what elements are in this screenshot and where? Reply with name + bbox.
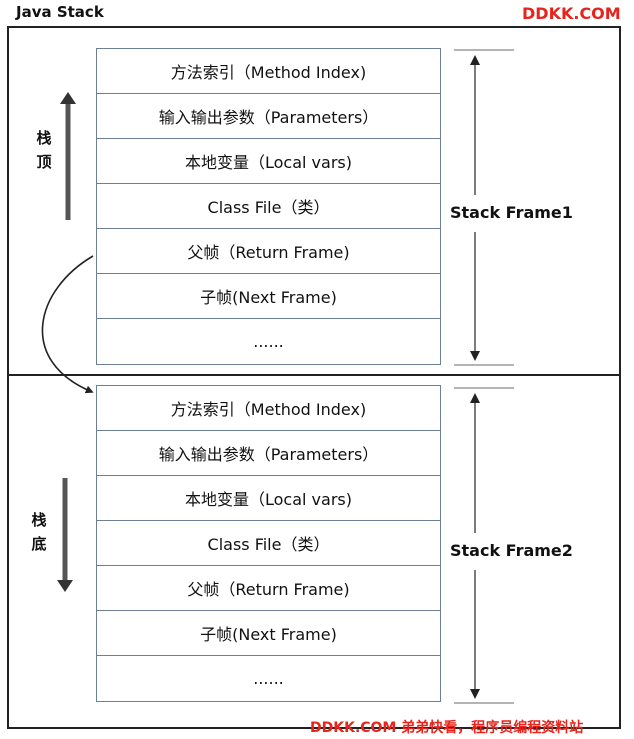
frame-1-row-local-vars: 本地变量（Local vars) bbox=[97, 139, 440, 184]
footer-watermark: DDKK.COM 弟弟快看，程序员编程资料站 bbox=[310, 720, 584, 736]
stack-frame-2-label: Stack Frame2 bbox=[450, 541, 573, 560]
stack-frame-2: 方法索引（Method Index) 输入输出参数（Parameters） 本地… bbox=[96, 385, 441, 702]
frame-2-row-ellipsis: ...... bbox=[253, 669, 284, 688]
diagram-title: Java Stack bbox=[16, 3, 104, 21]
frame-1-row-ellipsis: ...... bbox=[253, 332, 284, 351]
frame-2-row-return-frame: 父帧（Return Frame) bbox=[97, 566, 440, 611]
stack-bottom-arrow bbox=[57, 478, 73, 592]
frame-2-row-local-vars: 本地变量（Local vars) bbox=[97, 476, 440, 521]
frame-2-row-parameters: 输入输出参数（Parameters） bbox=[97, 431, 440, 476]
java-stack-container bbox=[7, 26, 621, 729]
frame-1-row-parameters: 输入输出参数（Parameters） bbox=[97, 94, 440, 139]
stack-top-label: 栈 顶 bbox=[36, 129, 52, 171]
stack-frame-1-label: Stack Frame1 bbox=[450, 203, 573, 222]
frame-divider bbox=[7, 374, 621, 376]
stack-top-arrow bbox=[60, 92, 76, 220]
frame-1-row-next-frame: 子帧(Next Frame) bbox=[97, 274, 440, 319]
brand-watermark: DDKK.COM bbox=[522, 4, 621, 23]
frame-2-row-class-file: Class File（类） bbox=[97, 521, 440, 566]
stack-frame-1-span bbox=[454, 49, 514, 366]
stack-bottom-label: 栈 底 bbox=[31, 511, 47, 553]
return-frame-link-arrow bbox=[41, 255, 94, 394]
frame-2-row-next-frame: 子帧(Next Frame) bbox=[97, 611, 440, 656]
frame-1-row-method-index: 方法索引（Method Index) bbox=[97, 49, 440, 94]
stack-frame-2-span bbox=[454, 387, 514, 704]
frame-1-row-class-file: Class File（类） bbox=[97, 184, 440, 229]
frame-1-row-return-frame: 父帧（Return Frame) bbox=[97, 229, 440, 274]
frame-2-row-method-index: 方法索引（Method Index) bbox=[97, 386, 440, 431]
stack-frame-1: 方法索引（Method Index) 输入输出参数（Parameters） 本地… bbox=[96, 48, 441, 365]
